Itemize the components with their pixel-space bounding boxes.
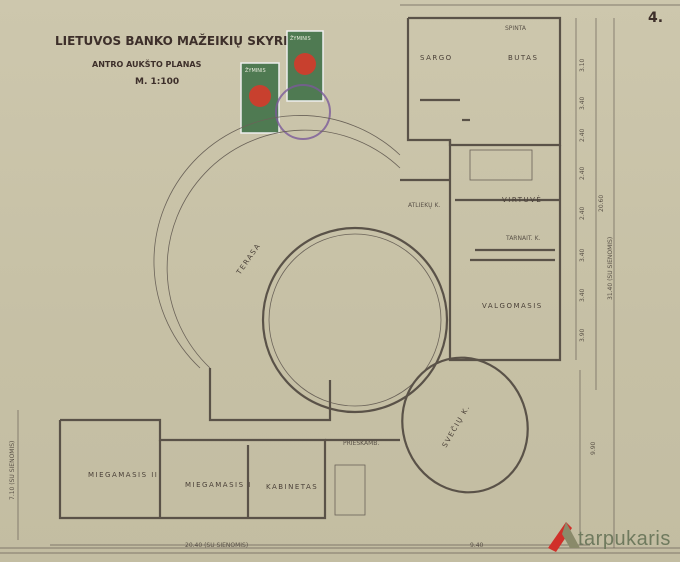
sheet-number: 4. [648, 10, 663, 26]
dim-label: 20.40 (SU SIENOMIS) [185, 542, 248, 549]
room-label-atliekos: ATLIEKŲ K. [408, 202, 440, 209]
room-label-miegamasis-1: MIEGAMASIS I [185, 481, 252, 489]
room-label-sargo: SARGO [420, 54, 453, 62]
dim-label: 2.40 [579, 166, 586, 180]
room-label-tarnait: TARNAIT. K. [505, 235, 541, 242]
dim-label: 20.60 [598, 195, 605, 212]
plan-scale: M. 1:100 [135, 77, 179, 87]
dim-label: 9.90 [590, 441, 597, 455]
official-seal [275, 84, 331, 140]
room-label-virtuve: VIRTUVĖ [502, 195, 542, 204]
room-label-miegamasis-2: MIEGAMASIS II [88, 471, 158, 479]
dim-label: 3.40 [579, 96, 586, 110]
room-label-terasa: TERASA [235, 242, 263, 277]
revenue-stamp-1: ŽYMINIS [240, 62, 280, 134]
room-label-prieskamb: PRIEŠKAMB. [343, 440, 379, 447]
dim-label: 3.10 [579, 58, 586, 72]
tarpukaris-logo-icon [548, 522, 580, 552]
room-label-spinta: SPINTA [505, 25, 527, 32]
dim-label: 3.40 [579, 288, 586, 302]
svg-text:ŽYMINIS: ŽYMINIS [245, 66, 266, 74]
plan-title: LIETUVOS BANKO MAŽEIKIŲ SKYRIUS [55, 33, 306, 48]
svg-text:ŽYMINIS: ŽYMINIS [290, 34, 311, 42]
dimension-lines [17, 18, 615, 548]
dim-label: 9.40 [470, 542, 484, 549]
dim-label: 7.10 (SU SIENOMIS) [9, 441, 16, 500]
room-label-kabinetas: KABINETAS [266, 483, 318, 491]
revenue-stamp-2: ŽYMINIS [286, 30, 324, 102]
dim-label: 3.40 [579, 248, 586, 262]
dim-label: 3.90 [579, 328, 586, 342]
room-label-sveciu: SVEČIŲ K. [440, 403, 472, 449]
room-label-butas: BUTAS [508, 54, 538, 62]
plan-subtitle: ANTRO AUKŠTO PLANAS [92, 58, 202, 69]
dim-label: 31.40 (SU SIENOMIS) [607, 237, 614, 300]
dim-label: 2.40 [579, 206, 586, 220]
room-label-valgomasis: VALGOMASIS [482, 302, 543, 310]
walls [58, 16, 562, 520]
dim-label: 2.40 [579, 128, 586, 142]
watermark-text: tarpukaris [578, 528, 671, 550]
